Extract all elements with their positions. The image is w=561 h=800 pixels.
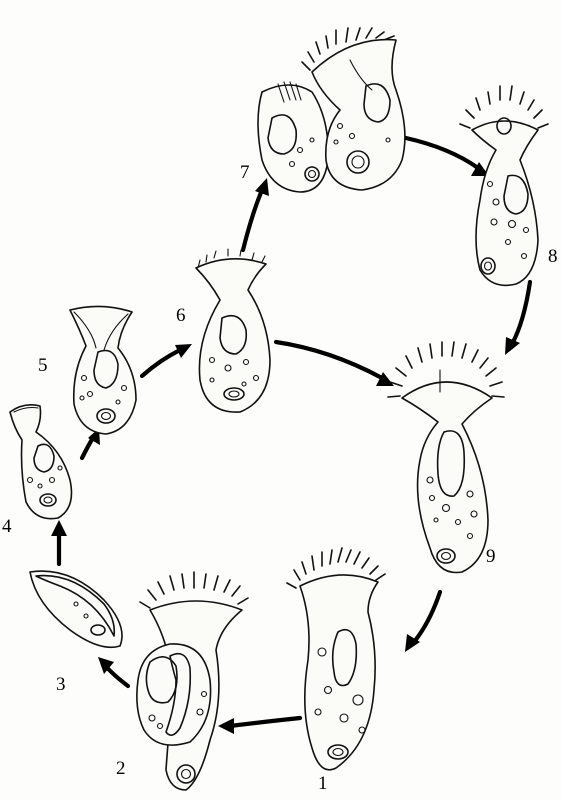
stage-label-7: 7 xyxy=(240,162,250,183)
organism-stage-2 xyxy=(137,572,248,790)
arrow-1-to-2 xyxy=(230,718,300,726)
arrow-9-to-1 xyxy=(414,592,440,642)
cell-body-6 xyxy=(196,259,270,412)
arrow-5-to-6 xyxy=(142,350,180,376)
cell-body-9 xyxy=(402,382,492,573)
organism-stage-6 xyxy=(196,249,270,412)
stage-label-5: 5 xyxy=(38,355,48,376)
arrow-6-to-9 xyxy=(276,342,382,378)
stage-label-2: 2 xyxy=(116,758,126,779)
organism-stage-5 xyxy=(70,306,136,434)
organism-stage-3 xyxy=(30,571,122,647)
arrowhead-6-to-7 xyxy=(255,178,269,196)
arrowhead-3-to-4 xyxy=(51,520,67,536)
arrowhead-1-to-2 xyxy=(218,718,234,734)
arrow-8-to-9 xyxy=(512,282,530,344)
stage-label-1: 1 xyxy=(318,773,328,794)
organism-stage-8 xyxy=(460,86,548,285)
stage-label-3: 3 xyxy=(56,674,66,695)
arrow-6-to-7 xyxy=(243,190,262,250)
cell-body-5 xyxy=(70,306,136,434)
stage-label-9: 9 xyxy=(486,546,496,567)
stage-label-8: 8 xyxy=(548,246,558,267)
organism-stage-4 xyxy=(10,405,72,519)
stage-label-6: 6 xyxy=(176,305,186,326)
organism-stage-7 xyxy=(258,28,405,192)
organism-stage-1 xyxy=(287,548,385,770)
organism-stage-9 xyxy=(388,342,504,573)
arrow-7-to-8 xyxy=(406,138,478,168)
stage-label-4: 4 xyxy=(2,516,12,537)
